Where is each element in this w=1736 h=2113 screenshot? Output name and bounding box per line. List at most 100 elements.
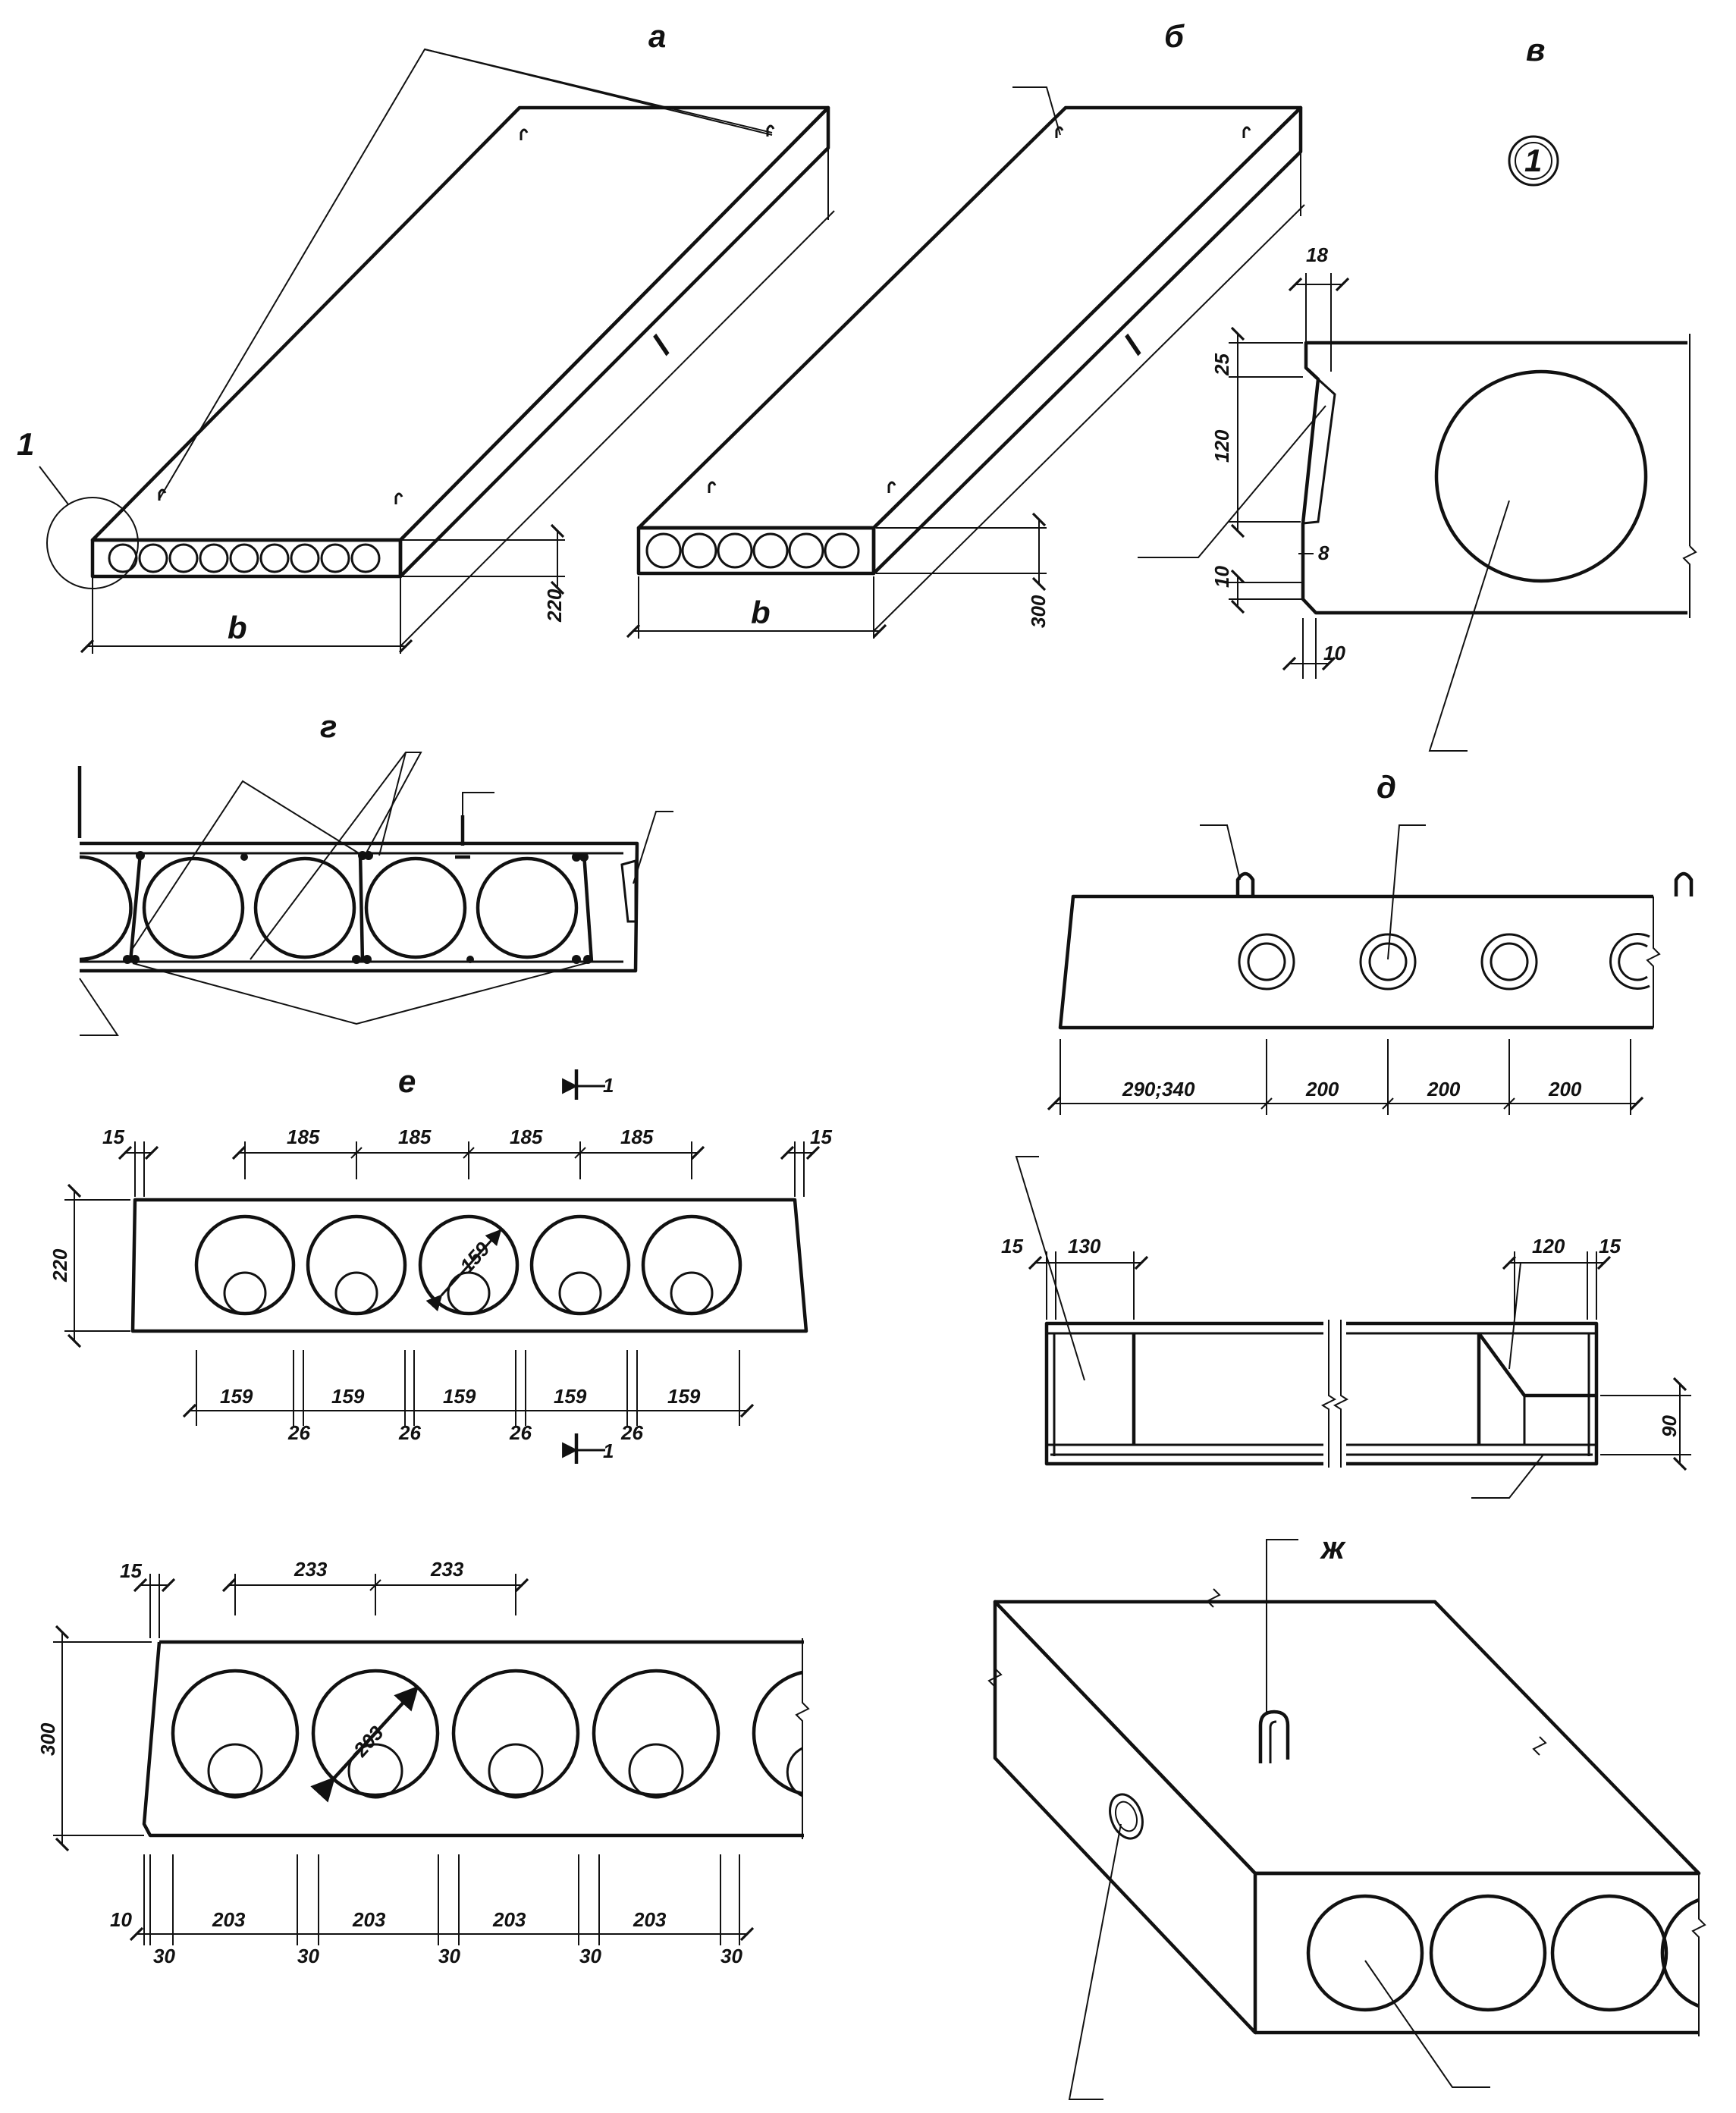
panel-a-slab-220: а 1 b l xyxy=(17,18,835,654)
lifting-loop-icons xyxy=(158,124,775,504)
svg-text:15: 15 xyxy=(102,1126,124,1148)
svg-text:203: 203 xyxy=(352,1908,386,1931)
lifting-loop-icon xyxy=(1674,871,1694,896)
void-leader xyxy=(1364,1960,1490,2088)
svg-text:10: 10 xyxy=(1323,642,1345,664)
svg-text:200: 200 xyxy=(1305,1078,1339,1100)
length-label-l: l xyxy=(645,329,677,361)
height-dim-300: 300 xyxy=(1027,595,1050,628)
panel-label-a: а xyxy=(648,18,666,54)
svg-text:1: 1 xyxy=(603,1440,614,1462)
svg-text:26: 26 xyxy=(287,1421,310,1444)
section-outline xyxy=(142,1640,804,1838)
svg-text:233: 233 xyxy=(294,1558,328,1581)
void-leader xyxy=(1428,500,1510,752)
slab-longitudinal-outline xyxy=(1044,1321,1599,1466)
lifting-loop-icon xyxy=(1235,871,1255,896)
side-hole xyxy=(1109,1793,1144,1840)
panel-label-e: е xyxy=(398,1063,416,1099)
detail-1-marker: 1 xyxy=(17,426,34,462)
slab-front-face xyxy=(1255,1871,1699,2035)
width-label-b: b xyxy=(228,610,247,645)
loop-leader xyxy=(1266,1539,1298,1714)
svg-text:1: 1 xyxy=(603,1074,614,1097)
panel-label-v: в xyxy=(1526,32,1545,68)
svg-text:30: 30 xyxy=(153,1945,175,1967)
svg-text:185: 185 xyxy=(510,1126,543,1148)
slab-top-face xyxy=(636,105,1303,530)
length-label-l: l xyxy=(1117,329,1149,361)
lifting-loop-icon xyxy=(1258,1710,1290,1763)
panel-label-d: д xyxy=(1377,769,1396,805)
panel-v-detail-1: в 1 18 25 120 10 8 10 xyxy=(1138,32,1697,752)
panel-label-g: г xyxy=(320,708,337,744)
section-outline xyxy=(130,1198,808,1333)
panel-zh-end-isometric: ж xyxy=(987,1530,1706,2100)
svg-text:8: 8 xyxy=(1318,542,1329,564)
svg-text:10: 10 xyxy=(110,1908,132,1931)
svg-text:15: 15 xyxy=(120,1559,142,1582)
svg-text:26: 26 xyxy=(620,1421,643,1444)
svg-text:30: 30 xyxy=(297,1945,319,1967)
void-circles xyxy=(171,1669,803,1799)
lifting-loop-icons xyxy=(708,126,1251,493)
svg-text:30: 30 xyxy=(438,1945,460,1967)
detail-1-callout-number: 1 xyxy=(1524,143,1542,178)
svg-text:90: 90 xyxy=(1658,1415,1681,1437)
svg-text:18: 18 xyxy=(1306,243,1328,266)
panel-d-side-view: д 290;340 200 200 200 xyxy=(1047,769,1694,1115)
panel-label-zh: ж xyxy=(1320,1530,1346,1565)
svg-text:120: 120 xyxy=(1532,1235,1565,1257)
hole-leader xyxy=(1068,1823,1122,2100)
svg-text:159: 159 xyxy=(443,1385,476,1408)
bottom-dim-extensions xyxy=(143,1854,740,1945)
svg-text:26: 26 xyxy=(398,1421,421,1444)
slab-side-face xyxy=(993,1600,1257,2035)
svg-text:200: 200 xyxy=(1548,1078,1582,1100)
slab-top-face xyxy=(90,105,830,542)
svg-text:130: 130 xyxy=(1068,1235,1101,1257)
svg-text:185: 185 xyxy=(287,1126,320,1148)
svg-text:25: 25 xyxy=(1210,353,1233,376)
panel-b-slab-300: б b l 300 xyxy=(626,18,1305,639)
svg-text:203: 203 xyxy=(212,1908,246,1931)
svg-text:120: 120 xyxy=(1210,429,1233,463)
svg-text:203: 203 xyxy=(633,1908,667,1931)
slab-side-face xyxy=(398,105,830,579)
slab-side-outline xyxy=(1058,894,1653,1030)
detail-1-callout-circle xyxy=(1508,135,1559,187)
svg-text:233: 233 xyxy=(430,1558,464,1581)
slab-front-face xyxy=(636,526,876,576)
loop-leader xyxy=(159,48,773,500)
panel-g-reinforcement: г xyxy=(77,708,673,1036)
panel-end-cap-detail: 15 130 120 15 90 xyxy=(1001,1156,1691,1499)
height-dim-220: 220 xyxy=(543,589,566,623)
slab-side-face xyxy=(871,105,1303,576)
void-circles xyxy=(1306,1894,1700,2012)
svg-text:159: 159 xyxy=(554,1385,587,1408)
svg-text:290;340: 290;340 xyxy=(1122,1078,1195,1100)
slab-front-face xyxy=(90,538,403,579)
svg-text:10: 10 xyxy=(1210,566,1233,588)
svg-text:15: 15 xyxy=(1001,1235,1023,1257)
svg-text:185: 185 xyxy=(398,1126,432,1148)
svg-text:159: 159 xyxy=(667,1385,701,1408)
svg-text:15: 15 xyxy=(1599,1235,1621,1257)
svg-text:300: 300 xyxy=(36,1722,59,1756)
svg-text:30: 30 xyxy=(720,1945,742,1967)
svg-text:200: 200 xyxy=(1427,1078,1461,1100)
slab-voids xyxy=(108,543,381,573)
panel-e-section-300: 203 15 233 233 300 10 203 203 203 203 xyxy=(36,1558,810,1967)
rebar-dots xyxy=(123,851,592,964)
svg-text:26: 26 xyxy=(509,1421,532,1444)
svg-text:203: 203 xyxy=(492,1908,526,1931)
void-circle xyxy=(1434,369,1648,583)
svg-text:159: 159 xyxy=(220,1385,253,1408)
reinforcement-frames xyxy=(128,815,594,962)
void-circles xyxy=(1238,933,1650,991)
svg-text:220: 220 xyxy=(49,1248,71,1283)
width-label-b: b xyxy=(751,595,771,630)
slab-top-face xyxy=(993,1600,1701,1876)
svg-text:30: 30 xyxy=(579,1945,601,1967)
